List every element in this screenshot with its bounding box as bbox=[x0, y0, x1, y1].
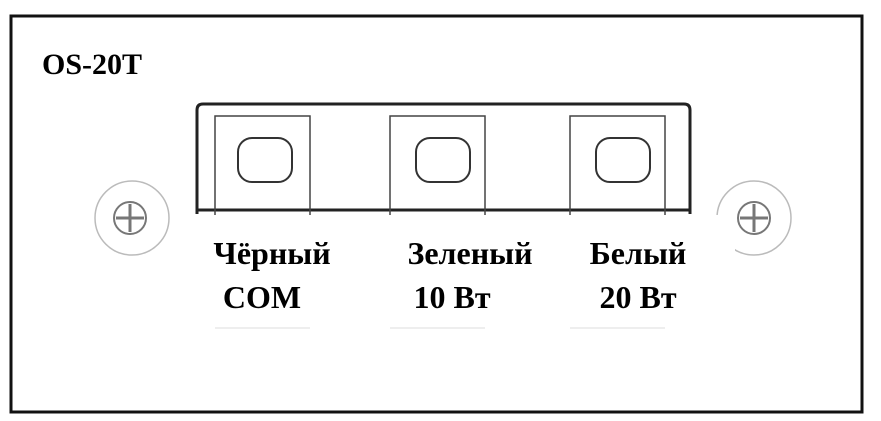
terminal-screw-3 bbox=[595, 137, 651, 183]
terminal-screw-2 bbox=[415, 137, 471, 183]
terminal-3-color: Белый bbox=[590, 235, 687, 271]
terminal-block bbox=[195, 102, 692, 217]
model-title: OS-20T bbox=[42, 48, 142, 81]
terminal-screw-1 bbox=[237, 137, 293, 183]
terminal-3-power: 20 Вт bbox=[599, 279, 676, 315]
outer-frame bbox=[9, 14, 864, 414]
terminal-2-power: 10 Вт bbox=[413, 279, 490, 315]
terminal-1-color: Чёрный bbox=[213, 235, 330, 271]
terminal-1-function: COM bbox=[223, 279, 301, 315]
terminal-2-color: Зеленый bbox=[407, 235, 532, 271]
left-screw-icon bbox=[94, 180, 170, 256]
